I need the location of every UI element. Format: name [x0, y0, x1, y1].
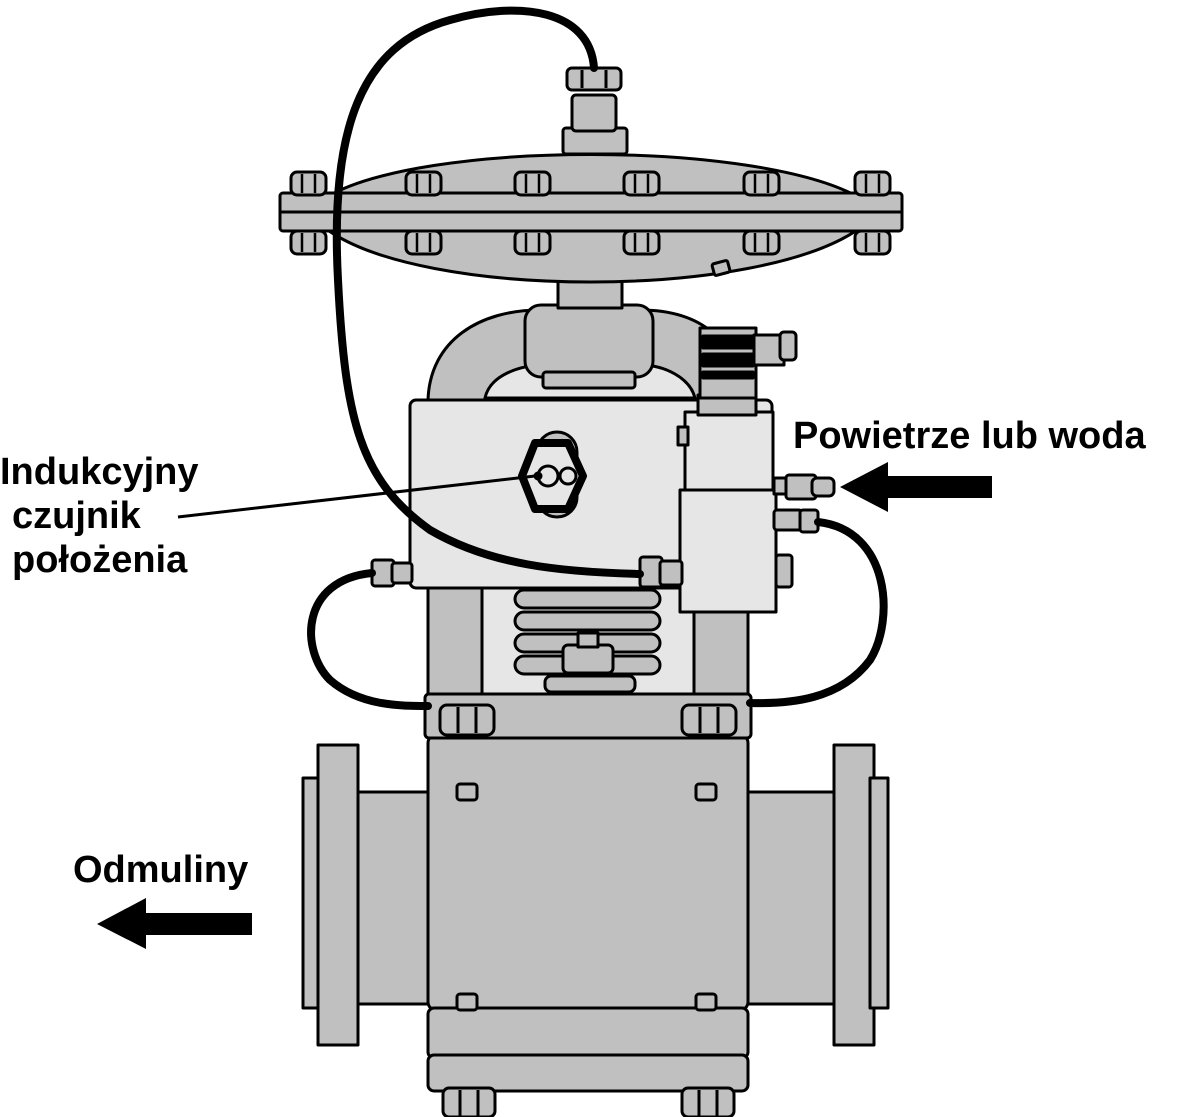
tubing	[307, 6, 888, 710]
sensor-leader-line	[177, 474, 536, 519]
sensor-label: Indukcyjny czujnik położenia	[0, 450, 199, 582]
sensor-label-line-1: Indukcyjny	[0, 451, 199, 493]
air-water-label: Powietrze lub woda	[793, 415, 1146, 457]
diaphragm-actuator	[278, 66, 904, 284]
inlet-arrow	[840, 462, 992, 512]
pipe-body	[301, 733, 890, 1117]
spring-housing	[423, 583, 753, 740]
sensor-label-line-3: położenia	[12, 539, 188, 581]
discharge-label: Odmuliny	[73, 849, 249, 891]
bonnet	[426, 274, 742, 402]
actuator-bolts	[289, 170, 892, 256]
sensor-label-line-2: czujnik	[12, 495, 141, 537]
outlet-arrow	[97, 898, 252, 949]
solenoid-valve	[370, 326, 836, 614]
